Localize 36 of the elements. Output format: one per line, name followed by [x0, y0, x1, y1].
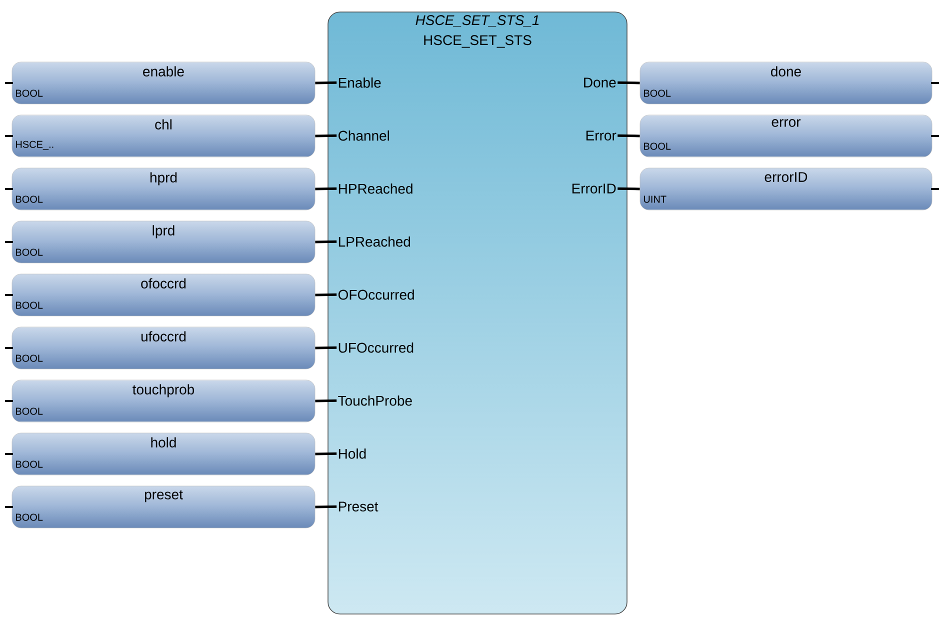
pin-label: Done	[584, 78, 616, 88]
pin-label: Preset	[338, 502, 378, 512]
pin-label: Hold	[338, 448, 366, 459]
variable-box: enable BOOL	[5, 62, 316, 104]
connector-line	[315, 81, 337, 84]
connector-line	[315, 293, 337, 296]
connector-line	[618, 134, 640, 138]
pin-label: Enable	[338, 77, 381, 88]
pin-label: HPReached	[338, 183, 412, 194]
pin-label: Error	[586, 130, 616, 140]
connector-line	[315, 240, 337, 244]
connector-line	[315, 346, 337, 350]
variable-box: hold BOOL	[5, 432, 316, 476]
pin-label: LPReached	[338, 236, 410, 247]
connector-line	[315, 452, 337, 456]
pin-label: TouchProbe	[338, 395, 412, 406]
connector-line	[315, 399, 337, 402]
pin-label: UFOccurred	[338, 342, 414, 353]
connector-line	[618, 81, 640, 84]
connector-line	[315, 134, 337, 138]
variable-box: ofoccrd BOOL	[5, 274, 316, 316]
variable-box: errorID UINT	[640, 168, 939, 210]
pin-label: OFOccurred	[338, 289, 414, 300]
variable-box: hprd BOOL	[5, 168, 316, 210]
variable-box: error BOOL	[640, 114, 939, 158]
pin-label: ErrorID	[572, 184, 616, 194]
variable-box: chl HSCE_..	[5, 114, 316, 158]
connector-line	[618, 187, 640, 190]
pin-label: Channel	[338, 130, 390, 141]
variable-box: ufoccrd BOOL	[5, 326, 316, 370]
variable-box: preset BOOL	[5, 486, 316, 528]
connector-line	[315, 187, 337, 190]
variable-box: touchprob BOOL	[5, 380, 316, 422]
variable-box: lprd BOOL	[5, 220, 316, 264]
variable-box: done BOOL	[640, 62, 939, 104]
connector-line	[315, 505, 337, 508]
